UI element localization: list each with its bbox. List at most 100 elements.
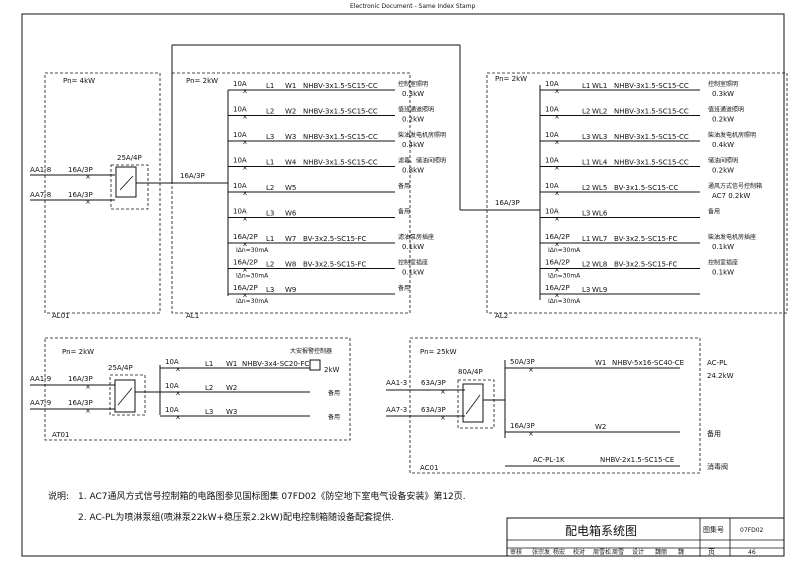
al2-name: AL2 [495, 312, 508, 320]
al1-cable: BV-3x2.5-SC15-FC [303, 235, 367, 243]
panel-at01: Pn= 2kW AT01 AA1-9 AA7-9 16A/3P 16A/3P ×… [30, 337, 351, 441]
drawing-frame [21, 13, 785, 557]
al01-ats-rating: 25A/4P [117, 154, 142, 162]
breaker-mark: × [242, 139, 248, 147]
at01-input-breaker-2: 16A/3P [68, 399, 93, 407]
ac01-w1-breaker: 50A/3P [510, 358, 535, 366]
ac01-pn: Pn= 25kW [420, 348, 457, 356]
al2-circuit-id: WL1 [592, 82, 607, 90]
al2-phase: L1 [582, 235, 590, 243]
breaker-mark: × [554, 292, 560, 300]
al1-breaker: 10A [233, 157, 247, 165]
al1-load: 备用 [398, 182, 410, 190]
svg-text:×: × [528, 430, 534, 438]
al1-phase: L2 [266, 261, 274, 269]
al2-circuit-id: WL3 [592, 133, 607, 141]
title-block-cell: 周雪松 [593, 548, 611, 556]
al2-phase: L2 [582, 261, 590, 269]
at01-pn: Pn= 2kW [62, 348, 94, 356]
breaker-mark: × [554, 241, 560, 249]
al1-power: 0.4kW [402, 141, 424, 149]
note-line-2: 2. AC-PL为喷淋泵组(喷淋泵22kW+稳压泵2.2kW)配电控制箱随设备配… [78, 513, 394, 523]
al2-load: 通风方式信号控制箱 [708, 182, 762, 190]
al1-name: AL1 [186, 312, 199, 320]
title-block-cell: 周雪 [612, 549, 624, 556]
al2-breaker: 10A [545, 80, 559, 88]
al2-cable: BV-3x2.5-SC15-FC [614, 235, 678, 243]
al2-load: 储油间照明 [708, 157, 738, 165]
al1-phase: L1 [266, 82, 274, 90]
breaker-mark: × [554, 190, 560, 198]
title-block-cell: 审核 [510, 548, 522, 556]
al2-phase: L3 [582, 210, 590, 218]
at01-circuit-id: W1 [226, 360, 237, 368]
al1-cable: NHBV-3x1.5-SC15-CC [303, 133, 378, 141]
al1-breaker: 16A/2P [233, 284, 258, 292]
at01-breaker: 10A [165, 406, 179, 414]
al01-input-breaker-1: 16A/3P [68, 166, 93, 174]
al2-power: 0.1kW [712, 269, 734, 277]
at01-device-label: 大安报警控制器 [290, 347, 332, 355]
at01-circuit-id: W2 [226, 384, 237, 392]
al1-phase: L3 [266, 210, 274, 218]
al2-load: 柴油发电机房照明 [708, 131, 756, 139]
al1-load: 控制室插座 [398, 259, 428, 267]
breaker-mark: × [242, 215, 248, 223]
al2-circuit-id: WL2 [592, 108, 607, 116]
svg-text:×: × [440, 414, 446, 422]
header-strip: Electronic Document - Same Index Stamp [350, 3, 476, 10]
al2-cable: NHBV-3x1.5-SC15-CC [614, 108, 689, 116]
al2-phase: L3 [582, 133, 590, 141]
al1-rcd: IΔn=30mA [236, 247, 269, 254]
al2-circuit-id: WL5 [592, 184, 607, 192]
al2-breaker: 16A/2P [545, 284, 570, 292]
al1-cable: NHBV-3x1.5-SC15-CC [303, 108, 378, 116]
breaker-mark: × [554, 88, 560, 96]
al2-rcd: IΔn=30mA [548, 247, 581, 254]
page-number: 46 [748, 549, 756, 556]
al1-main-breaker: 16A/3P [180, 172, 205, 180]
atlas-label: 图集号 [703, 525, 724, 534]
al2-breaker: 10A [545, 157, 559, 165]
ac01-ats-switch [462, 383, 484, 423]
at01-phase: L2 [205, 384, 213, 392]
al2-breaker: 16A/2P [545, 233, 570, 241]
al1-breaker: 10A [233, 131, 247, 139]
at01-input-src-1: AA1-9 [30, 375, 51, 383]
title-block-cell: 魏 [678, 548, 684, 556]
al1-cable: BV-3x2.5-SC15-FC [303, 261, 367, 269]
at01-phase: L1 [205, 360, 213, 368]
al2-pn: Pn= 2kW [495, 75, 527, 83]
al2-power: 0.4kW [712, 141, 734, 149]
al1-rcd: IΔn=30mA [236, 298, 269, 305]
ac01-w1-power: 24.2kW [707, 372, 734, 380]
al1-circuit-id: W8 [285, 261, 296, 269]
ac01-w2-breaker: 16A/3P [510, 422, 535, 430]
ac01-input-breaker-1: 63A/3P [421, 379, 446, 387]
ac01-w1-cable: NHBV-5x16-SC40-CE [612, 359, 684, 367]
al1-load: 柴油发电机房照明 [398, 131, 446, 139]
al1-breaker: 16A/2P [233, 233, 258, 241]
al01-ats-switch [115, 166, 137, 198]
breaker-mark: × [175, 390, 181, 398]
al1-phase: L1 [266, 235, 274, 243]
al2-circuit-id: WL8 [592, 261, 607, 269]
notes-title: 说明: [48, 492, 70, 502]
controller-symbol [309, 359, 321, 371]
al01-input-breaker-2: 16A/3P [68, 191, 93, 199]
al1-breaker: 10A [233, 182, 247, 190]
ac01-input-src-1: AA1-3 [386, 379, 407, 387]
al1-circuit-id: W9 [285, 286, 296, 294]
al2-phase: L2 [582, 184, 590, 192]
svg-text:×: × [528, 366, 534, 374]
al2-breaker: 10A [545, 208, 559, 216]
al01-input-src-2: AA7-8 [30, 191, 51, 199]
svg-text:×: × [85, 383, 91, 391]
ac01-box [409, 337, 701, 474]
al1-breaker: 10A [233, 106, 247, 114]
al1-circuit-id: W2 [285, 108, 296, 116]
al1-pn: Pn= 2kW [186, 77, 218, 85]
page-label: 页 [708, 548, 715, 556]
al2-breaker: 10A [545, 182, 559, 190]
